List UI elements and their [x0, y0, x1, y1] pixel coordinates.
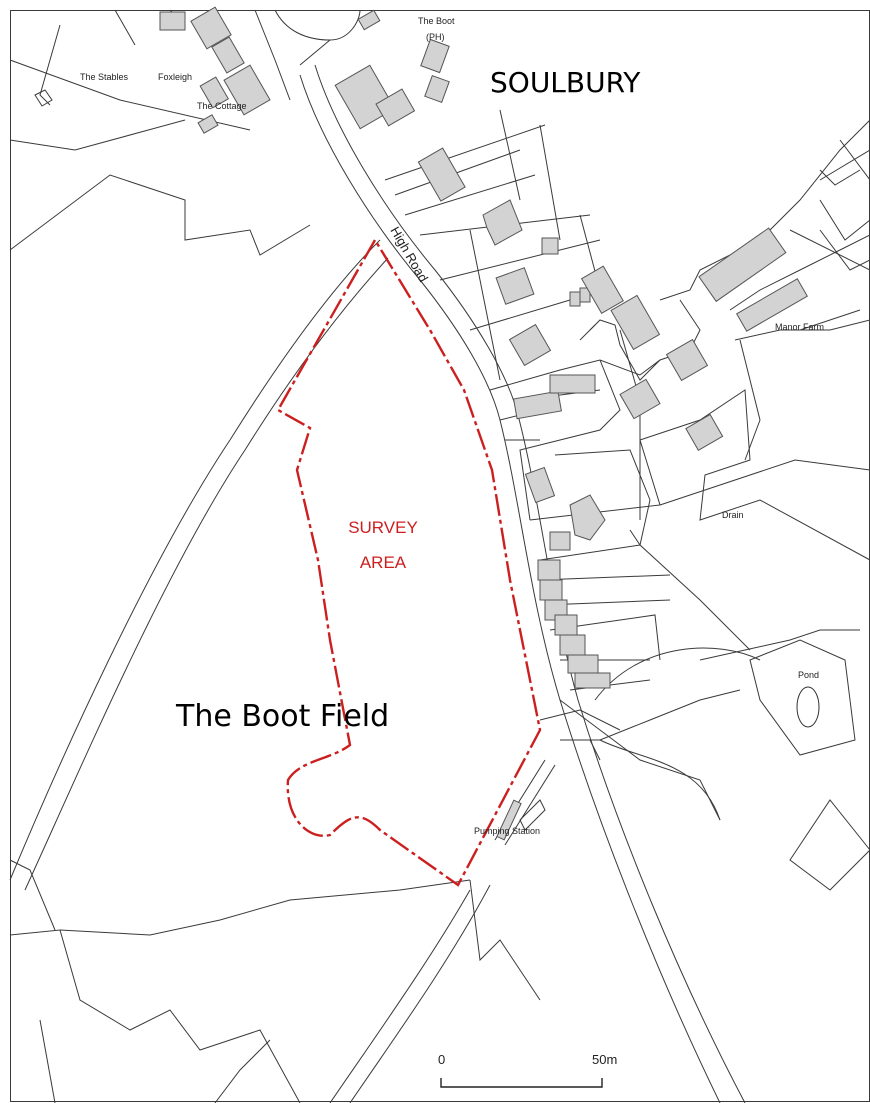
scale-bar-line — [440, 1078, 603, 1088]
pond-label: Pond — [798, 670, 819, 680]
drain-label: Drain — [722, 510, 744, 520]
high-road — [299, 64, 761, 1103]
the-boot-label: The Boot — [418, 16, 455, 26]
pumping-station-label: Pumping Station — [474, 826, 540, 836]
survey-area-label-line2: AREA — [360, 553, 407, 572]
scale-start-label: 0 — [438, 1052, 445, 1067]
manor-farm-label: Manor Farm — [775, 322, 824, 332]
the-stables-label: The Stables — [80, 72, 129, 82]
survey-area-label-line1: SURVEY — [348, 518, 418, 537]
the-cottage-label: The Cottage — [197, 101, 247, 111]
survey-area-boundary — [276, 237, 542, 887]
field-label: The Boot Field — [175, 699, 389, 734]
ph-label: (PH) — [426, 32, 445, 42]
scale-bar: 0 50m — [438, 1052, 617, 1088]
village-label: SOULBURY — [490, 66, 641, 99]
road-label: High Road — [387, 224, 431, 285]
buildings — [159, 6, 820, 841]
scale-end-label: 50m — [592, 1052, 617, 1067]
foxleigh-label: Foxleigh — [158, 72, 192, 82]
